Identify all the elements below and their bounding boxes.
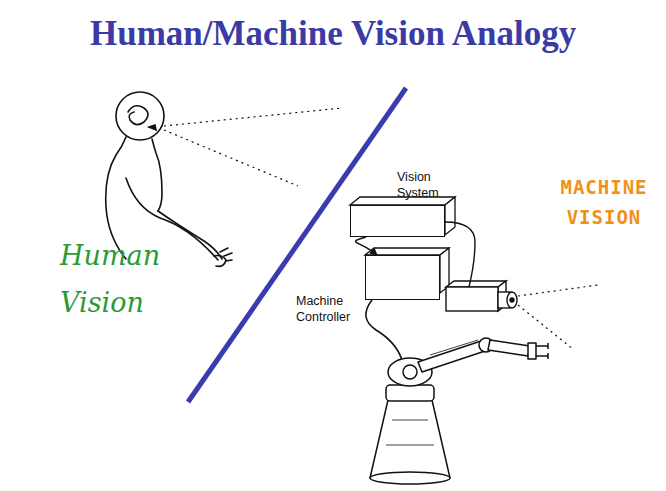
controller-box: Machine Controller (365, 255, 440, 300)
robot-cable (366, 300, 402, 360)
region-label: MACHINE VISION (548, 172, 660, 233)
sight-lines (164, 108, 342, 186)
camera-cable (445, 222, 475, 287)
box-label: Machine Controller (296, 294, 372, 325)
camera-sight-lines (518, 285, 598, 350)
robot-detail (386, 340, 478, 445)
signal-connector (356, 237, 377, 255)
camera (446, 281, 517, 311)
vision-system-box: Vision System (350, 205, 445, 237)
box-label: Vision System (397, 170, 471, 201)
robot-arm (370, 338, 548, 484)
divider-line (188, 88, 406, 402)
diagram-title: Human/Machine Vision Analogy (90, 14, 576, 54)
region-label: Human Vision (60, 232, 180, 327)
